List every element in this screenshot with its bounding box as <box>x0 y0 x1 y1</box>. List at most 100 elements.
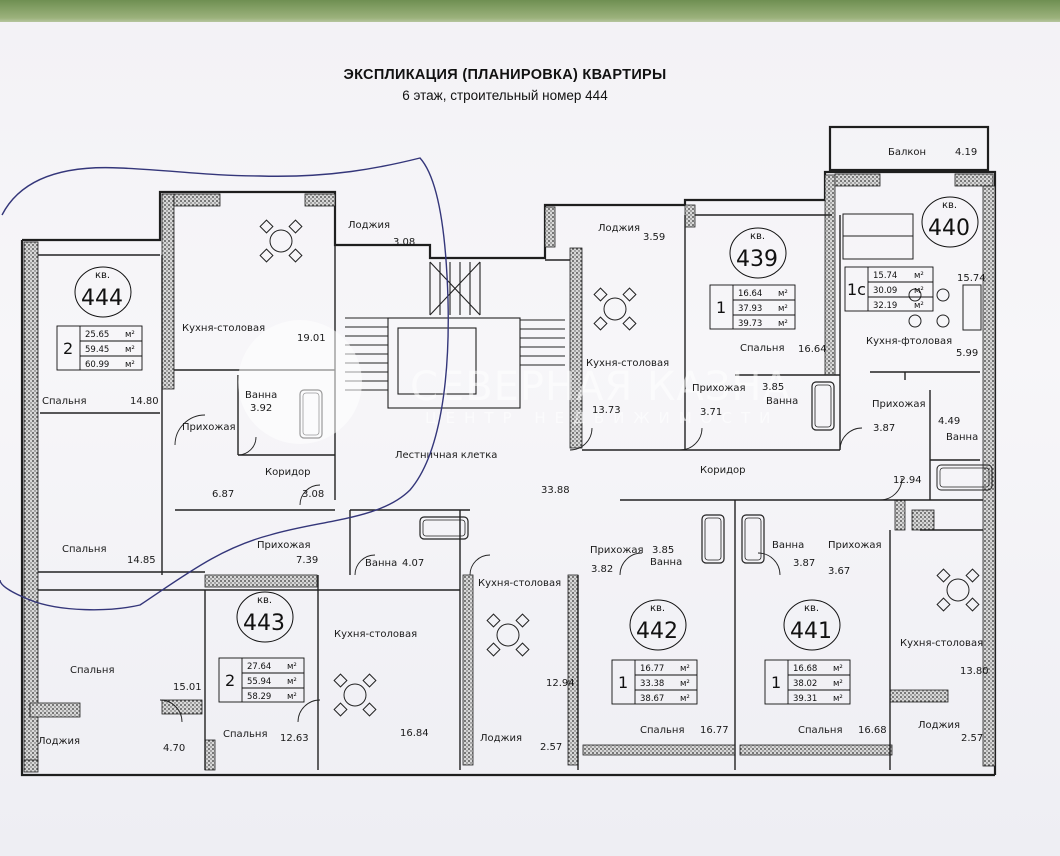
room-name: Прихожая <box>182 422 236 433</box>
room-name: Ванна <box>766 396 798 407</box>
room-name: Ванна <box>772 540 804 551</box>
room-name: Спальня <box>70 665 115 676</box>
room-area: 3.59 <box>643 232 665 243</box>
pen-outline <box>0 157 449 611</box>
room-name: Спальня <box>223 729 268 740</box>
room-name: Лоджия <box>918 720 960 731</box>
room-area: 4.19 <box>955 147 977 158</box>
room-name: Прихожая <box>828 540 882 551</box>
door-swings <box>159 414 903 723</box>
room-name: Прихожая <box>257 540 311 551</box>
bathtubs <box>299 284 993 564</box>
apt-rooms: 2 <box>63 339 73 358</box>
room-name: Кухня-столовая <box>900 638 983 649</box>
room-name: Прихожая <box>590 545 644 556</box>
stair-core <box>345 261 565 409</box>
unit: м² <box>778 289 788 299</box>
room-name: Спальня <box>62 544 107 555</box>
room-area: 16.68 <box>858 725 887 736</box>
room-area: 4.70 <box>163 743 185 754</box>
unit: м² <box>287 677 297 687</box>
room-area: 3.87 <box>873 423 895 434</box>
page-title: ЭКСПЛИКАЦИЯ (ПЛАНИРОВКА) КВАРТИРЫ <box>343 67 667 83</box>
apt-number: 442 <box>636 619 678 644</box>
apt-area: 55.94 <box>247 677 271 687</box>
apt-number: 440 <box>928 216 970 241</box>
room-name: Спальня <box>640 725 685 736</box>
unit: м² <box>125 360 135 370</box>
apt-kv-label: кв. <box>804 603 819 614</box>
apt-kv-label: кв. <box>257 595 272 606</box>
room-area: 4.07 <box>402 558 424 569</box>
room-area: 2.57 <box>540 742 562 753</box>
room-name: Спальня <box>740 343 785 354</box>
room-area: 16.84 <box>400 728 429 739</box>
apt-rooms: 2 <box>225 671 235 690</box>
apartment-badges <box>74 196 979 651</box>
room-name: Кухня-фтоловая <box>866 336 952 347</box>
apt-area: 33.38 <box>640 679 664 689</box>
room-name: Прихожая <box>872 399 926 410</box>
room-name: Лоджия <box>348 220 390 231</box>
unit: м² <box>778 304 788 314</box>
room-name: Прихожая <box>692 383 746 394</box>
unit: м² <box>680 664 690 674</box>
apt-area: 39.73 <box>738 319 762 329</box>
apartment-numbers: кв. 444 кв. 443 кв. 442 кв. 441 кв. 439 … <box>81 200 970 644</box>
apt-area: 16.64 <box>738 289 762 299</box>
room-name: Ванна <box>650 557 682 568</box>
apt-number: 443 <box>243 611 285 636</box>
hatched-walls <box>23 173 996 773</box>
apt-rooms: 1 <box>771 673 781 692</box>
apt-number: 444 <box>81 286 123 311</box>
watermark: СЕВЕРНАЯ КАЗНА ЦЕНТР НЕДВИЖИМОСТИ <box>238 320 791 444</box>
room-area: 12.63 <box>280 733 309 744</box>
room-name: Лоджия <box>598 223 640 234</box>
apt-area: 27.64 <box>247 662 271 672</box>
room-name: Спальня <box>798 725 843 736</box>
room-area: 15.74 <box>957 273 986 284</box>
unit: м² <box>287 692 297 702</box>
room-area: 12.94 <box>893 475 922 486</box>
unit: м² <box>914 271 924 281</box>
room-name: Кухня-столовая <box>586 358 669 369</box>
unit: м² <box>125 330 135 340</box>
room-area: 3.71 <box>700 407 722 418</box>
room-area: 4.49 <box>938 416 960 427</box>
room-name: Спальня <box>42 396 87 407</box>
room-area: 15.01 <box>173 682 202 693</box>
unit: м² <box>833 679 843 689</box>
unit: м² <box>680 694 690 704</box>
room-area: 6.87 <box>212 489 234 500</box>
area-tables <box>56 266 934 705</box>
watermark-name: СЕВЕРНАЯ КАЗНА <box>410 364 791 410</box>
room-area: 12.94 <box>546 678 575 689</box>
apt-area: 15.74 <box>873 271 897 281</box>
room-name: Лестничная клетка <box>395 450 497 461</box>
room-area: 3.67 <box>828 566 850 577</box>
apt-kv-label: кв. <box>650 603 665 614</box>
room-name: Ванна <box>245 390 277 401</box>
apt-area: 38.02 <box>793 679 817 689</box>
unit: м² <box>125 345 135 355</box>
room-name: Лоджия <box>480 733 522 744</box>
room-area: 3.85 <box>762 382 784 393</box>
room-area: 3.92 <box>250 403 272 414</box>
apt-kv-label: кв. <box>942 200 957 211</box>
apt-area: 30.09 <box>873 286 897 296</box>
room-area: 16.64 <box>798 344 827 355</box>
room-name: Ванна <box>365 558 397 569</box>
room-name: Ванна <box>946 432 978 443</box>
unit: м² <box>680 679 690 689</box>
apt-area: 16.68 <box>793 664 817 674</box>
room-name: Коридор <box>700 465 745 476</box>
apt-rooms: 1 <box>716 298 726 317</box>
page-subtitle: 6 этаж, строительный номер 444 <box>402 88 608 103</box>
room-area: 3.82 <box>591 564 613 575</box>
room-name: Кухня-столовая <box>182 323 265 334</box>
room-area: 33.88 <box>541 485 570 496</box>
unit: м² <box>833 694 843 704</box>
apt-rooms: 1с <box>847 280 866 299</box>
room-area: 2.57 <box>961 733 983 744</box>
